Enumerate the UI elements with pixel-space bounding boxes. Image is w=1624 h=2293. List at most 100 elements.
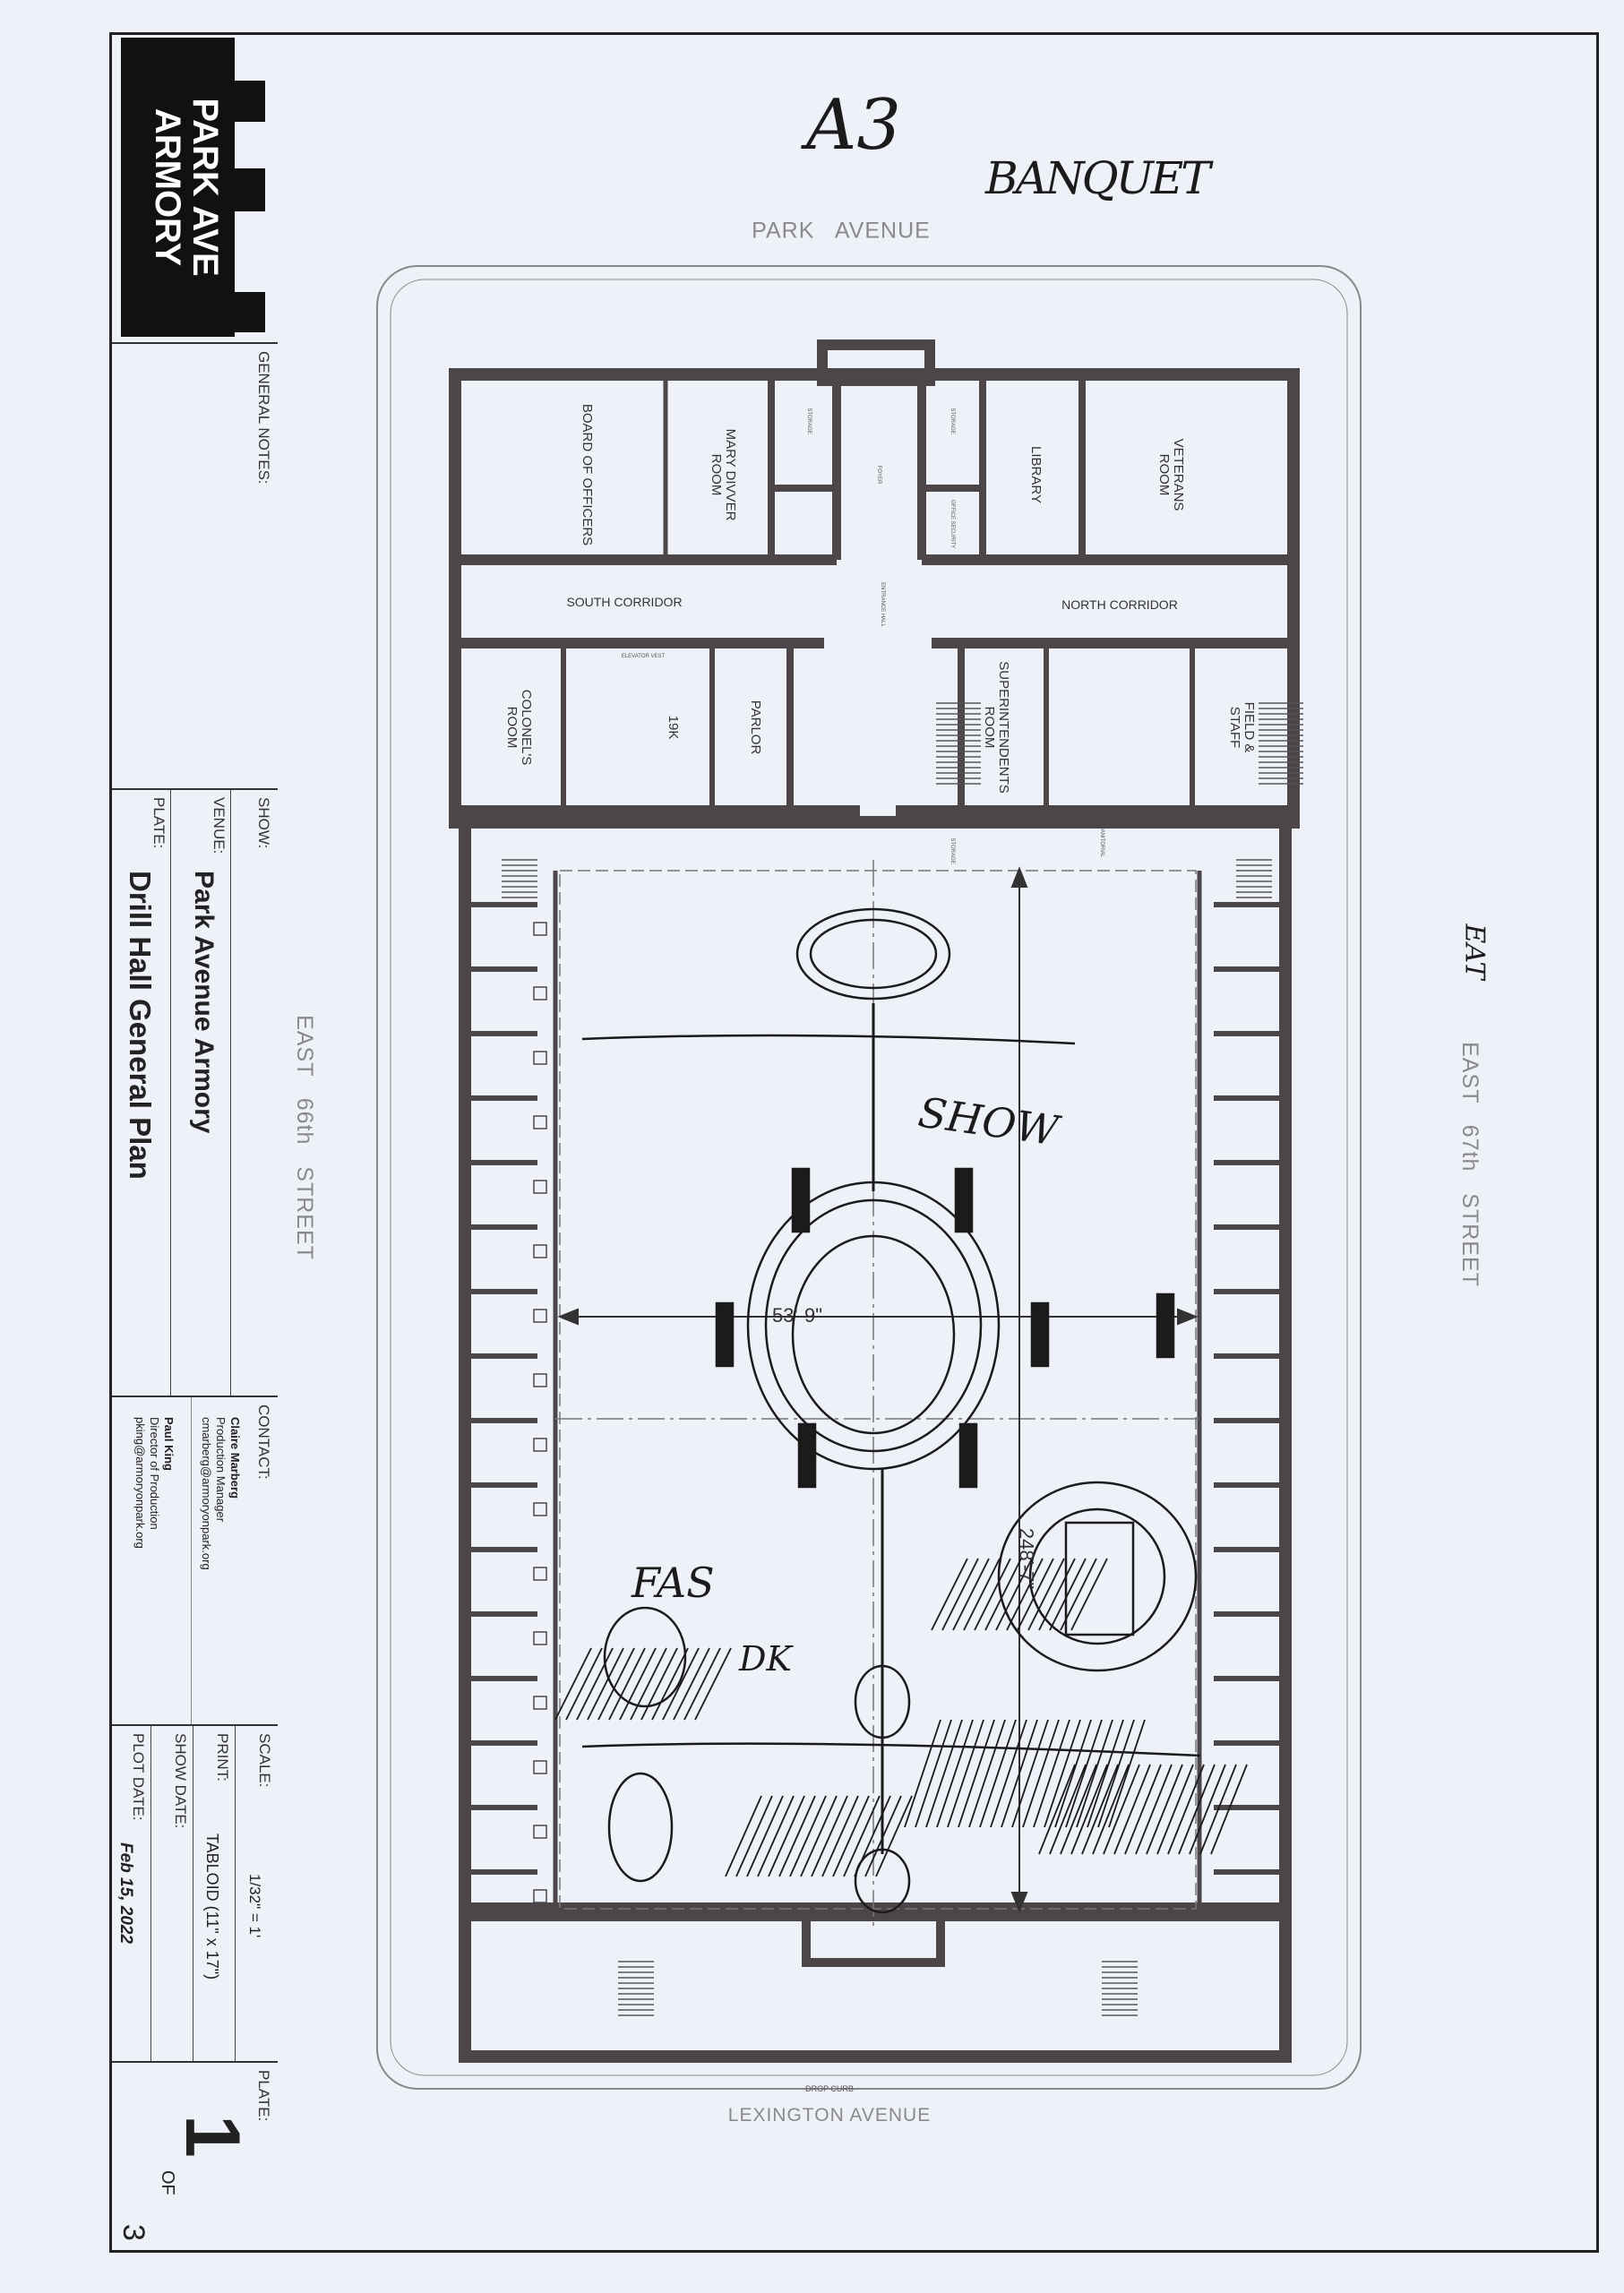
column-marker bbox=[533, 1567, 547, 1581]
hatch-stroke bbox=[843, 1795, 881, 1877]
hatch-stroke bbox=[1017, 1558, 1054, 1631]
street-park-avenue: PARK AVENUE bbox=[752, 218, 931, 244]
hatch-stroke bbox=[651, 1647, 689, 1721]
hatch-stroke bbox=[1022, 1719, 1060, 1828]
hatch-stroke bbox=[915, 1719, 952, 1828]
street-east-67th: EAST 67th STREET bbox=[1457, 1042, 1483, 1287]
handwritten-sheet-id: A3 bbox=[806, 85, 901, 166]
hatch-stroke bbox=[984, 1558, 1022, 1631]
hatch-stroke bbox=[1189, 1764, 1226, 1855]
hatch-stroke bbox=[1210, 1764, 1248, 1855]
handwritten-zone-fas: FAS bbox=[632, 1559, 715, 1607]
hatch-stroke bbox=[1199, 1764, 1237, 1855]
hatch-stroke bbox=[1054, 1719, 1092, 1828]
sketch-scribbles bbox=[554, 907, 1248, 1914]
column-marker bbox=[533, 1373, 547, 1387]
hatch-stroke bbox=[1006, 1558, 1044, 1631]
hatch-stroke bbox=[963, 1558, 1001, 1631]
hatch-stroke bbox=[662, 1647, 700, 1721]
hatch-stroke bbox=[936, 1719, 974, 1828]
room-superintendents: SUPERINTENDENTS ROOM bbox=[982, 661, 1011, 794]
hatch-stroke bbox=[683, 1647, 721, 1721]
hatch-stroke bbox=[947, 1719, 984, 1828]
hatch-stroke bbox=[925, 1719, 963, 1828]
label-foyer: FOYER bbox=[876, 465, 882, 485]
column-marker bbox=[533, 1244, 547, 1258]
column-marker bbox=[533, 1696, 547, 1710]
label-storage: STORAGE bbox=[949, 408, 956, 434]
hatch-stroke bbox=[1092, 1764, 1130, 1855]
column-marker bbox=[533, 1502, 547, 1516]
hatch-stroke bbox=[1065, 1719, 1103, 1828]
hatch-stroke bbox=[1097, 1719, 1135, 1828]
hatch-stroke bbox=[854, 1795, 891, 1877]
hatch-stroke bbox=[768, 1795, 805, 1877]
hatch-stroke bbox=[576, 1647, 614, 1721]
room-south-corridor: SOUTH CORRIDOR bbox=[566, 595, 683, 609]
hatch-stroke bbox=[941, 1558, 979, 1631]
hatch-stroke bbox=[725, 1795, 762, 1877]
arrow-down-icon bbox=[1010, 1892, 1028, 1913]
hatch-stroke bbox=[789, 1795, 827, 1877]
street-east-66th: EAST 66th STREET bbox=[292, 1015, 318, 1260]
label-storage: STORAGE bbox=[949, 837, 956, 864]
column-marker bbox=[533, 1309, 547, 1323]
hatch-stroke bbox=[1001, 1719, 1038, 1828]
room-library: LIBRARY bbox=[1027, 446, 1044, 503]
hatch-stroke bbox=[979, 1719, 1017, 1828]
hatch-stroke bbox=[746, 1795, 784, 1877]
hatch-stroke bbox=[995, 1558, 1033, 1631]
hatch-stroke bbox=[1060, 1764, 1097, 1855]
table-block bbox=[958, 1422, 978, 1489]
hatch-stroke bbox=[735, 1795, 773, 1877]
hatch-stroke bbox=[864, 1795, 902, 1877]
column-marker bbox=[533, 1180, 547, 1194]
hatch-stroke bbox=[554, 1647, 592, 1721]
handwritten-east-overwrite: EAT bbox=[1458, 923, 1491, 980]
column-marker bbox=[533, 1438, 547, 1452]
hatch-stroke bbox=[1076, 1719, 1113, 1828]
handwritten-event: BANQUET bbox=[985, 152, 1211, 204]
label-office-security: OFFICE SECURITY bbox=[949, 499, 956, 549]
hatch-stroke bbox=[757, 1795, 795, 1877]
hatch-stroke bbox=[1027, 1558, 1065, 1631]
room-board-of-officers: BOARD OF OFFICERS bbox=[579, 403, 595, 546]
hatch-stroke bbox=[1033, 1719, 1070, 1828]
table-block bbox=[954, 1167, 974, 1233]
hatch-stroke bbox=[1178, 1764, 1216, 1855]
column-marker bbox=[533, 1115, 547, 1129]
drop-curb-label: DROP CURB bbox=[805, 2084, 854, 2093]
table-block bbox=[797, 1422, 817, 1489]
table-block bbox=[1030, 1301, 1050, 1368]
hatch-stroke bbox=[1167, 1764, 1205, 1855]
label-elevator-vest: ELEVATOR VEST bbox=[621, 654, 666, 659]
hatch-stroke bbox=[1135, 1764, 1173, 1855]
table-block bbox=[791, 1167, 811, 1233]
hatch-stroke bbox=[1011, 1719, 1049, 1828]
drill-floor-guides bbox=[555, 860, 1199, 1926]
hatch-stroke bbox=[1108, 1719, 1146, 1828]
label-entrance-hall: ENTRANCE HALL bbox=[880, 582, 886, 627]
room-north-corridor: NORTH CORRIDOR bbox=[1061, 597, 1178, 612]
column-marker bbox=[533, 1760, 547, 1774]
hatch-stroke bbox=[968, 1719, 1006, 1828]
hatch-stroke bbox=[821, 1795, 859, 1877]
label-storage: STORAGE bbox=[806, 408, 812, 434]
hatch-stroke bbox=[1038, 1558, 1076, 1631]
arrow-right-icon bbox=[1177, 1308, 1199, 1326]
hatch-stroke bbox=[1070, 1764, 1108, 1855]
hatch-stroke bbox=[1044, 1719, 1081, 1828]
sheet-border bbox=[109, 32, 1599, 2253]
room-field-and-staff: FIELD & STAFF bbox=[1227, 701, 1257, 753]
room-colonels: COLONEL'S ROOM bbox=[504, 689, 534, 766]
hatch-stroke bbox=[832, 1795, 870, 1877]
hatch-stroke bbox=[931, 1558, 968, 1631]
side-room-dividers bbox=[465, 902, 1285, 1903]
hatch-stroke bbox=[875, 1795, 913, 1877]
hatch-stroke bbox=[800, 1795, 838, 1877]
building-walls bbox=[449, 339, 1300, 2063]
table-block bbox=[715, 1301, 735, 1368]
column-marker bbox=[533, 1825, 547, 1839]
arrow-left-icon bbox=[557, 1308, 579, 1326]
